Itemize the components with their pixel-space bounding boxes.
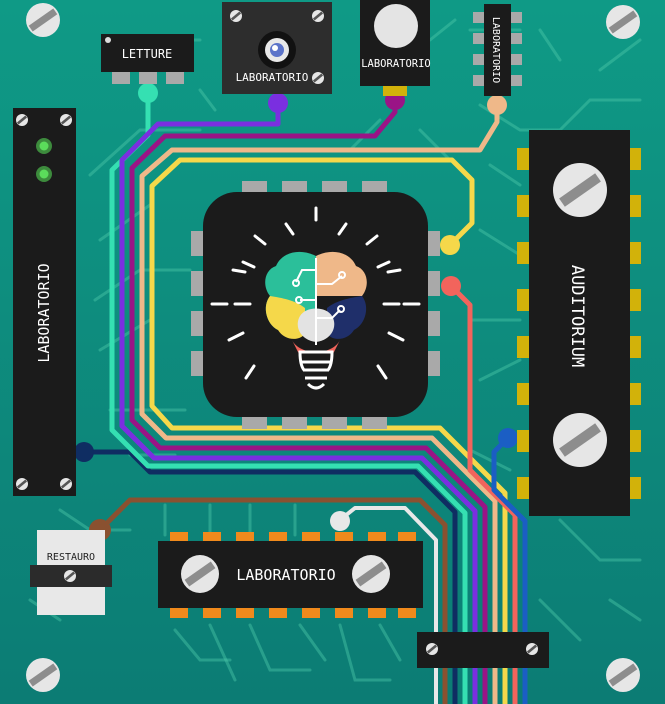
bottom-chip-label: LABORATORIO xyxy=(236,566,335,584)
wire-purple xyxy=(119,102,478,704)
vertical-small-chip-label: LABORATORIO xyxy=(490,17,501,83)
vertical-small-chip: LABORATORIO xyxy=(473,4,522,96)
wire-white xyxy=(338,506,438,704)
corner-screw-bottom-right-icon xyxy=(606,658,640,692)
wire-yellow xyxy=(149,157,508,704)
wires xyxy=(81,92,528,704)
wire-brown xyxy=(97,497,448,704)
wire-navy xyxy=(81,449,458,704)
header-connector-icon xyxy=(417,632,549,668)
letture-chip: LETTURE xyxy=(101,34,194,84)
push-button-icon xyxy=(374,4,418,48)
corner-screw-top-left-icon xyxy=(26,3,60,37)
restauro-label: RESTAURO xyxy=(47,552,95,563)
button-module-label: LABORATORIO xyxy=(361,58,431,70)
wire-magenta xyxy=(129,97,488,704)
letture-label: LETTURE xyxy=(122,47,173,61)
restauro-tag: RESTAURO xyxy=(30,530,112,615)
wire-tan xyxy=(139,102,500,704)
auditorium-screw-bottom-icon xyxy=(553,413,607,467)
corner-screw-bottom-left-icon xyxy=(26,658,60,692)
auditorium-label: AUDITORIUM xyxy=(567,265,587,367)
bottom-chip: LABORATORIO xyxy=(158,532,423,618)
wire-blue xyxy=(491,435,528,704)
auditorium-chip: AUDITORIUM xyxy=(517,130,641,516)
bottom-chip-screw-left-icon xyxy=(181,555,219,593)
left-panel: LABORATORIO xyxy=(13,108,76,496)
status-led-icon xyxy=(36,138,52,182)
light-sensor-icon xyxy=(258,31,296,69)
wire-coral xyxy=(448,283,518,704)
left-panel-label: LABORATORIO xyxy=(35,263,53,362)
bottom-chip-screw-right-icon xyxy=(352,555,390,593)
button-module: LABORATORIO xyxy=(360,0,431,96)
sensor-module-label: LABORATORIO xyxy=(236,71,309,84)
center-processor xyxy=(191,181,440,429)
corner-screw-top-right-icon xyxy=(606,5,640,39)
wire-terminals xyxy=(74,83,518,541)
lightbulb-brain-icon xyxy=(210,206,421,390)
auditorium-screw-top-icon xyxy=(553,163,607,217)
sensor-module: LABORATORIO xyxy=(222,2,332,94)
